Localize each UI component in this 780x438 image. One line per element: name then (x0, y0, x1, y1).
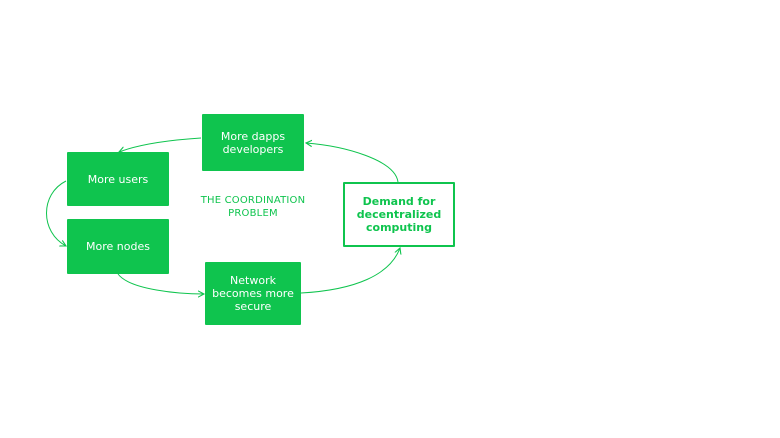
node-label: Demand for decentralized computing (356, 195, 442, 234)
node-label: More nodes (86, 240, 150, 253)
center-label: THE COORDINATION PROBLEM (200, 195, 306, 219)
arrow-users-to-nodes (46, 180, 67, 246)
node-demand-decentralized-computing: Demand for decentralized computing (343, 182, 455, 247)
node-label: More users (87, 172, 149, 186)
node-more-users: More users (67, 152, 169, 206)
arrow-network-to-demand (300, 248, 400, 294)
arrow-dapps-to-users (119, 137, 202, 152)
node-label: Network becomes more secure (212, 274, 294, 313)
node-network-secure: Network becomes more secure (205, 262, 301, 325)
arrow-demand-to-dapps (306, 143, 399, 183)
node-more-nodes: More nodes (67, 219, 169, 274)
node-more-dapps-developers: More dapps developers (202, 114, 304, 171)
node-label: More dapps developers (220, 129, 286, 156)
arrow-nodes-to-network (117, 273, 204, 294)
